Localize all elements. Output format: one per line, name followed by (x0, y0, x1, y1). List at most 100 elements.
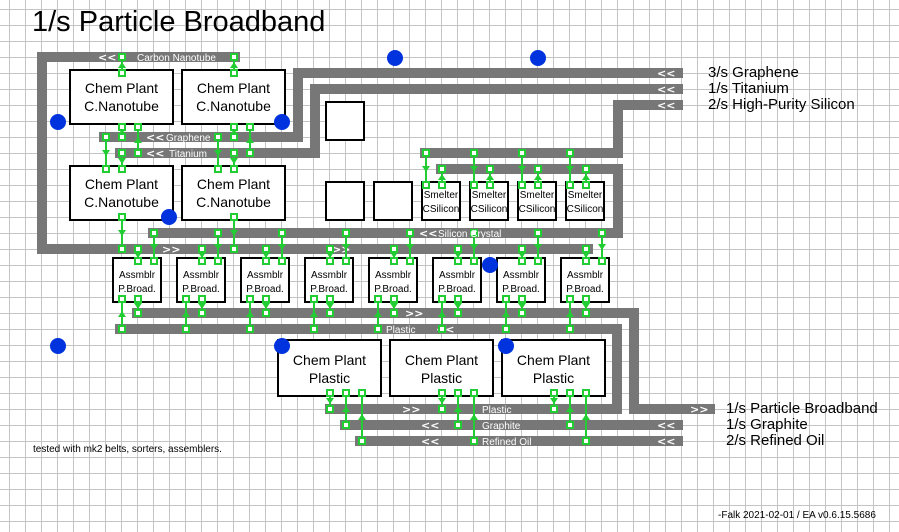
belt-smelter-output (148, 164, 623, 238)
sorter[interactable] (182, 295, 190, 333)
building-label: P.Broad. (566, 284, 604, 295)
sorter[interactable] (518, 245, 526, 265)
sorter[interactable] (582, 245, 590, 265)
sorter[interactable] (326, 295, 334, 317)
belt-particle-broadband (132, 308, 715, 414)
building-label: Assmblr (247, 270, 284, 281)
building-label: Assmblr (311, 270, 348, 281)
empty-building-slot (325, 181, 365, 221)
sorter[interactable] (262, 245, 270, 265)
sorter[interactable] (518, 295, 526, 317)
sorter[interactable] (198, 245, 206, 265)
sorter[interactable] (118, 53, 126, 77)
sorter[interactable] (470, 389, 478, 445)
building-label: P.Broad. (438, 284, 476, 295)
sorter[interactable] (406, 229, 414, 265)
sorter[interactable] (566, 295, 574, 333)
sorter[interactable] (454, 389, 462, 429)
belt-direction-arrow-right: >> (402, 403, 420, 416)
sorter[interactable] (134, 245, 142, 265)
belt-direction-arrow-left: << (98, 51, 116, 64)
sorter[interactable] (470, 229, 478, 265)
sorter[interactable] (310, 295, 318, 333)
sorter[interactable] (566, 389, 574, 429)
building-label: Assmblr (439, 270, 476, 281)
sorter[interactable] (518, 149, 526, 189)
sorter[interactable] (262, 295, 270, 317)
sorter[interactable] (246, 295, 254, 333)
titanium-input-label: 1/s Titanium (708, 80, 789, 97)
building-label: P.Broad. (310, 284, 348, 295)
sorter[interactable] (198, 295, 206, 317)
sorter[interactable] (534, 229, 542, 265)
building-label: C.Nanotube (84, 98, 159, 114)
sorter[interactable] (438, 295, 446, 333)
sorter[interactable] (230, 53, 238, 77)
belt-graphene (99, 68, 683, 142)
belt-direction-arrow-left: << (421, 419, 439, 432)
sorter[interactable] (390, 245, 398, 265)
sorter[interactable] (150, 229, 158, 265)
belt-label-graphene: Graphene (166, 133, 211, 144)
sorter[interactable] (326, 245, 334, 265)
sorter[interactable] (422, 149, 430, 189)
sorter[interactable] (230, 123, 238, 141)
building-label: Smelter (520, 190, 555, 201)
power-pole (50, 114, 66, 130)
sorter[interactable] (102, 133, 110, 173)
sorter[interactable] (438, 165, 446, 189)
sorter[interactable] (134, 123, 142, 157)
sorter[interactable] (246, 123, 254, 157)
sorter[interactable] (214, 133, 222, 173)
sorter[interactable] (134, 295, 142, 317)
building-label: Plastic (421, 370, 462, 386)
belt-carbon-nanotube (37, 52, 593, 254)
building-label: C.Nanotube (196, 194, 271, 210)
sorter[interactable] (118, 295, 126, 333)
sorter[interactable] (118, 213, 126, 253)
building-label: P.Broad. (374, 284, 412, 295)
building-label: Assmblr (567, 270, 604, 281)
sorter[interactable] (582, 165, 590, 189)
power-pole (274, 338, 290, 354)
sorter[interactable] (326, 389, 334, 413)
sorter[interactable] (582, 389, 590, 445)
sorter[interactable] (470, 149, 478, 189)
power-pole (482, 257, 498, 273)
sorter[interactable] (550, 389, 558, 413)
sorter[interactable] (566, 149, 574, 189)
building-label: Smelter (424, 190, 459, 201)
sorter[interactable] (342, 389, 350, 429)
building-label: Chem Plant (197, 176, 270, 192)
sorter[interactable] (502, 295, 510, 333)
sorter[interactable] (390, 295, 398, 317)
sorter[interactable] (214, 229, 222, 265)
sorter[interactable] (230, 149, 238, 173)
sorter[interactable] (118, 149, 126, 173)
sorter[interactable] (438, 389, 446, 413)
sorter[interactable] (582, 295, 590, 317)
building-label: C.Nanotube (84, 194, 159, 210)
sorter[interactable] (278, 229, 286, 265)
belt-direction-arrow-left: << (421, 435, 439, 448)
sorter[interactable] (534, 165, 542, 189)
building-label: Plastic (309, 370, 350, 386)
sorter[interactable] (342, 229, 350, 265)
sorter[interactable] (230, 213, 238, 253)
sorter[interactable] (374, 295, 382, 333)
test-note: tested with mk2 belts, sorters, assemble… (33, 444, 222, 455)
sorter[interactable] (486, 165, 494, 189)
building-label: Chem Plant (517, 352, 590, 368)
sorter[interactable] (454, 245, 462, 265)
sorter[interactable] (598, 229, 606, 265)
belt-direction-arrow-left: << (657, 99, 675, 112)
sorter[interactable] (358, 389, 366, 445)
sorter[interactable] (454, 295, 462, 317)
sorter[interactable] (118, 123, 126, 141)
